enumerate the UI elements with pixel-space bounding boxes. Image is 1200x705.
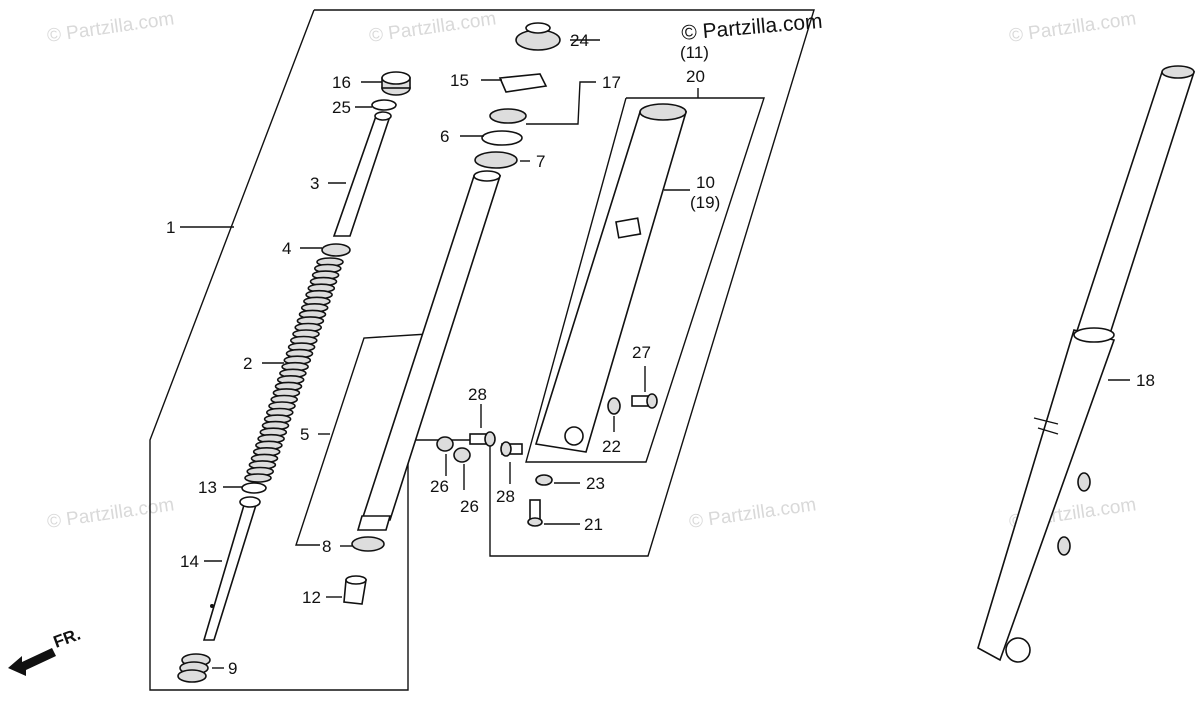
watermark: © Partzilla.com (368, 8, 498, 47)
inner-tube-outline (295, 333, 429, 546)
cap (436, 436, 454, 452)
callout-label: 20 (686, 67, 705, 86)
guide-bushing (474, 151, 518, 169)
callout-label: 15 (450, 71, 469, 90)
callout-label: 16 (332, 73, 351, 92)
callout-label: 27 (632, 343, 651, 362)
callout-label: 26 (460, 497, 479, 516)
callout-label: 8 (322, 537, 331, 556)
o-ring (371, 99, 397, 111)
watermark: © Partzilla.com (46, 8, 176, 47)
stopper-ring (498, 73, 548, 93)
callout-label: 24 (570, 31, 589, 50)
watermark: © Partzilla.com (46, 494, 176, 533)
front-direction-arrow: FR. (8, 625, 83, 676)
oil-lock-piece (343, 575, 367, 605)
assembly-outline (149, 9, 815, 691)
fork-slider (534, 103, 688, 453)
callout-label: 17 (602, 73, 621, 92)
callout-label: 26 (430, 477, 449, 496)
callout-label: 6 (440, 127, 449, 146)
socket-bolt (631, 393, 658, 409)
rebound-spring (177, 653, 211, 683)
fork-spring (244, 257, 344, 483)
spring-coil (244, 473, 272, 483)
socket-bolt (500, 441, 523, 457)
callout-label: 23 (586, 474, 605, 493)
washer (607, 397, 621, 415)
callout-label: 22 (602, 437, 621, 456)
damper-rod (202, 496, 261, 641)
fork-tube (356, 170, 502, 531)
slide-bushing (351, 536, 385, 552)
callout-label: 28 (496, 487, 515, 506)
callout-label: 4 (282, 239, 291, 258)
sealing-washer (535, 474, 553, 486)
slider-outline (525, 97, 765, 463)
callout-label: 10 (696, 173, 715, 192)
callout-label: 25 (332, 98, 351, 117)
callout-label: (11) (680, 43, 709, 62)
callout-label: 21 (584, 515, 603, 534)
watermark: © Partzilla.com (1008, 8, 1138, 47)
callout-label: 13 (198, 478, 217, 497)
spacer-pipe (332, 111, 392, 237)
callout-label: (19) (690, 193, 720, 212)
callout-label: 14 (180, 552, 199, 571)
dust-seal (515, 22, 561, 51)
cap (453, 447, 471, 463)
direction-label: FR. (51, 625, 83, 652)
fork-bolt (381, 71, 411, 96)
copyright-text: © Partzilla.com (680, 10, 823, 45)
piston-ring (241, 482, 267, 494)
assembled-fork (977, 65, 1196, 663)
callout-label: 9 (228, 659, 237, 678)
callout-label: 18 (1136, 371, 1155, 390)
callout-label: 1 (166, 218, 175, 237)
socket-bolt (469, 431, 496, 447)
callout-label: 3 (310, 174, 319, 193)
callout-label: 5 (300, 425, 309, 444)
spring-seat (321, 243, 351, 257)
back-up-ring (481, 130, 523, 146)
watermark: © Partzilla.com (688, 494, 818, 533)
drain-bolt (527, 499, 543, 527)
callout-label: 2 (243, 354, 252, 373)
callout-label: 28 (468, 385, 487, 404)
callout-label: 7 (536, 152, 545, 171)
oil-seal (489, 108, 527, 124)
callout-label: 12 (302, 588, 321, 607)
